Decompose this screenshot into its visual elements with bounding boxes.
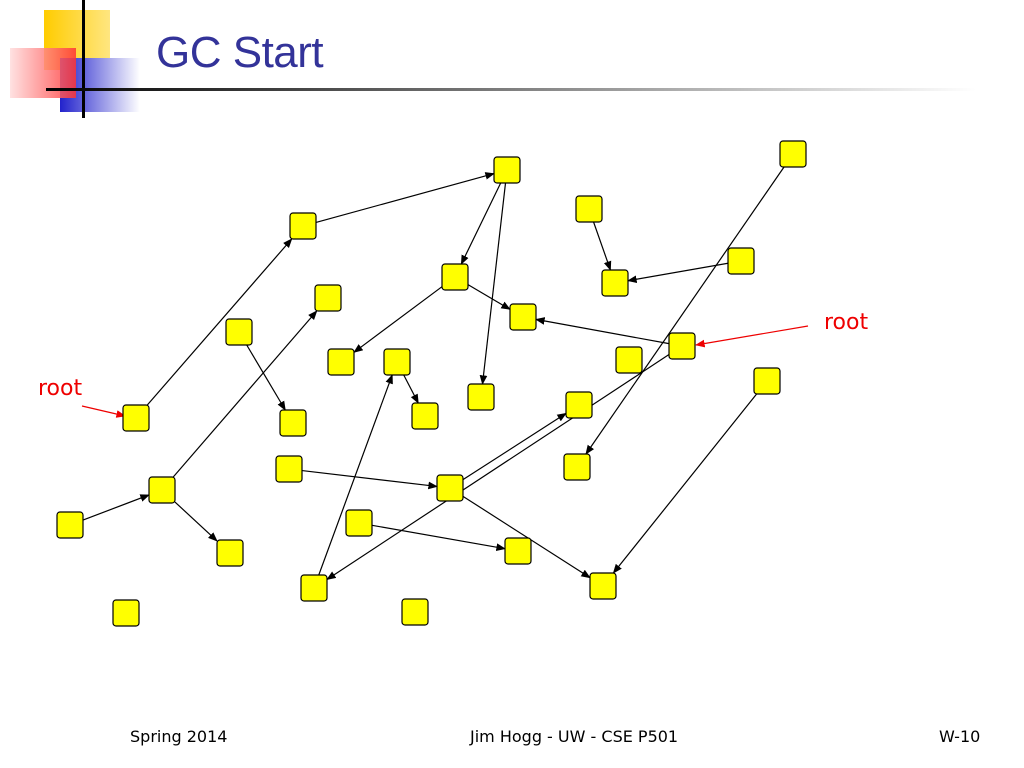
- object-node-n21: [275, 455, 303, 483]
- object-node-n16: [753, 367, 781, 395]
- edge-n25-n27: [371, 524, 506, 551]
- nodes: [56, 140, 807, 627]
- edge-n24-n28: [174, 501, 218, 542]
- object-node-n23: [436, 474, 464, 502]
- edge-n10-n19: [246, 344, 286, 411]
- edge-n17-n4: [146, 238, 293, 406]
- object-node-n3: [575, 195, 603, 223]
- edge-n23-n30: [462, 495, 591, 579]
- root-label-left: root: [38, 376, 83, 401]
- object-node-n27: [504, 537, 532, 565]
- object-node-n26: [56, 511, 84, 539]
- object-node-n20: [565, 391, 593, 419]
- object-node-n24: [148, 476, 176, 504]
- object-node-n10: [225, 318, 253, 346]
- object-node-n11: [668, 332, 696, 360]
- object-node-n2: [493, 156, 521, 184]
- horizontal-rule: [46, 88, 976, 91]
- object-node-n22: [563, 453, 591, 481]
- object-node-n4: [289, 212, 317, 240]
- edge-n1-n22: [585, 166, 785, 455]
- footer-date: Spring 2014: [130, 727, 228, 746]
- object-node-n6: [441, 263, 469, 291]
- edge-n4-n2: [315, 172, 495, 224]
- object-node-n17: [122, 404, 150, 432]
- edge-n13-n18: [403, 374, 419, 404]
- edge-n26-n24: [82, 494, 150, 521]
- edge-n2-n15: [479, 182, 507, 385]
- object-node-n28: [216, 539, 244, 567]
- edge-n3-n7: [593, 221, 612, 271]
- object-node-n8: [314, 284, 342, 312]
- object-node-n25: [345, 509, 373, 537]
- edges: [81, 166, 809, 580]
- edge-n29-n13: [318, 374, 393, 576]
- footer-author: Jim Hogg - UW - CSE P501: [470, 727, 679, 746]
- vertical-rule: [82, 0, 85, 118]
- edge-n6-n12: [353, 286, 443, 353]
- edge-n5-n7: [627, 262, 729, 284]
- object-node-n31: [112, 599, 140, 627]
- object-node-n1: [779, 140, 807, 168]
- footer-page-number: W-10: [939, 727, 981, 746]
- object-node-n9: [509, 303, 537, 331]
- edge-n11-n9: [535, 317, 670, 345]
- object-node-n13: [383, 348, 411, 376]
- object-node-n32: [401, 598, 429, 626]
- object-node-n5: [727, 247, 755, 275]
- edge-n6-n9: [467, 284, 511, 310]
- root-label-right: root: [824, 310, 869, 335]
- object-node-n7: [601, 269, 629, 297]
- root-arrow-left: [81, 405, 126, 418]
- edge-n11-n29: [326, 354, 670, 580]
- edge-n23-n20: [462, 412, 567, 481]
- object-node-n12: [327, 348, 355, 376]
- root-arrow-right: [695, 325, 809, 348]
- object-node-n30: [589, 572, 617, 600]
- object-node-n18: [411, 402, 439, 430]
- edge-n21-n23: [301, 469, 438, 490]
- corner-decoration: [10, 0, 976, 118]
- slide-title: GC Start: [156, 28, 324, 77]
- edge-n24-n8: [172, 310, 318, 478]
- object-node-n19: [279, 409, 307, 437]
- object-node-n14: [615, 346, 643, 374]
- edge-n16-n30: [612, 393, 758, 574]
- object-node-n29: [300, 574, 328, 602]
- object-node-n15: [467, 383, 495, 411]
- edge-n2-n6: [460, 182, 502, 265]
